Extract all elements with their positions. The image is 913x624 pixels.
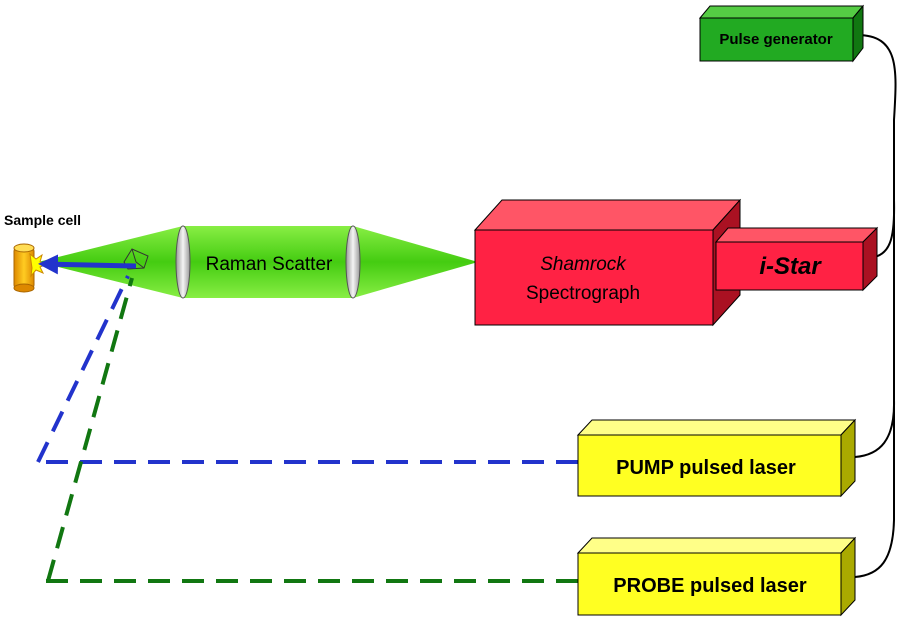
lens-left — [175, 225, 191, 299]
pulse-generator-box: Pulse generator — [698, 4, 865, 63]
probe-laser-label: PROBE pulsed laser — [613, 575, 807, 597]
pump-beam — [36, 275, 578, 464]
cable-main — [854, 34, 897, 578]
pump-laser-label: PUMP pulsed laser — [616, 457, 796, 479]
lens-right — [345, 225, 361, 299]
raman-scatter-cone: Raman Scatter — [38, 225, 478, 299]
spectrograph-label: Spectrograph — [526, 283, 640, 304]
istar-box: i-Star — [714, 226, 879, 292]
raman-scatter-label: Raman Scatter — [206, 254, 333, 275]
cable-to-pump — [854, 399, 896, 458]
probe-beam — [38, 277, 578, 583]
shamrock-label: Shamrock — [540, 254, 627, 275]
probe-laser-box: PROBE pulsed laser — [576, 536, 857, 617]
sample-cell-label: Sample cell — [4, 212, 81, 228]
pulse-generator-label: Pulse generator — [719, 31, 833, 48]
sample-cell — [13, 243, 49, 293]
pump-laser-box: PUMP pulsed laser — [576, 418, 857, 498]
beam-arrow — [38, 254, 137, 275]
trigger-cables — [854, 34, 897, 578]
istar-label: i-Star — [759, 253, 822, 280]
spectrograph-box: Shamrock Spectrograph — [473, 198, 742, 327]
